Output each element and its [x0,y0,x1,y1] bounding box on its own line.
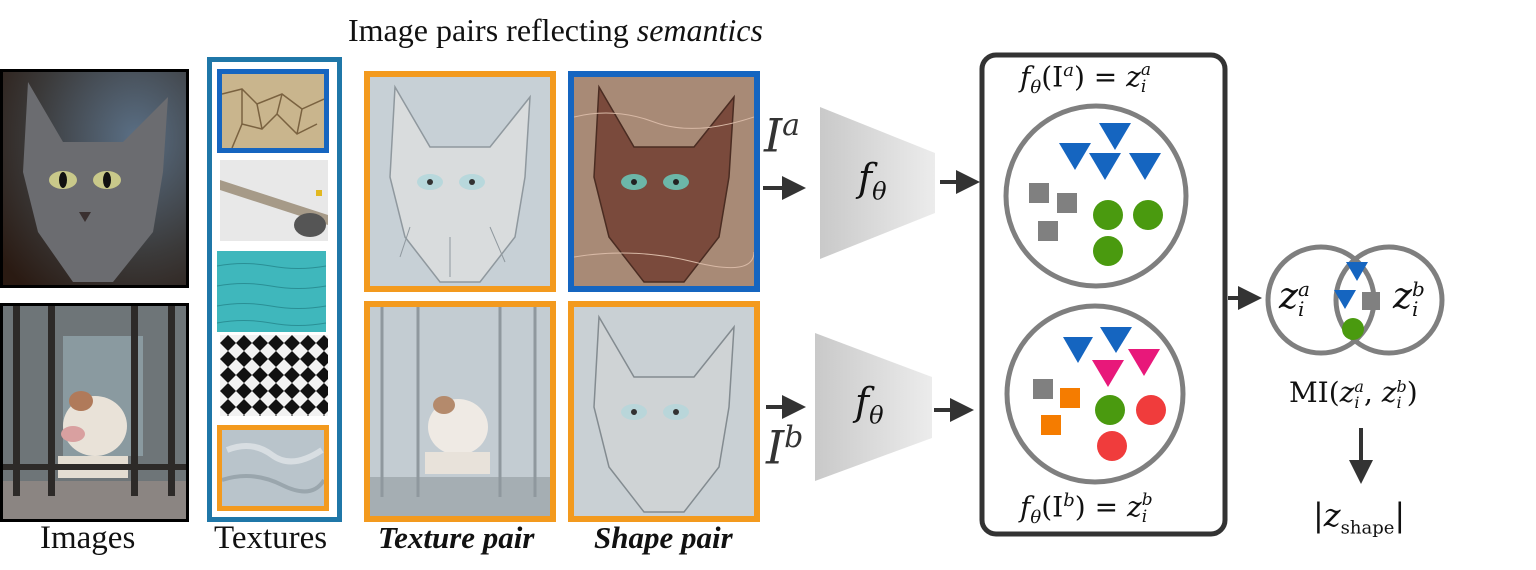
texture-pair-image-a [364,71,556,292]
snow-texture [220,160,328,241]
circle-mark [1136,395,1166,425]
triangles-b [1063,327,1160,387]
square-mark [1029,183,1049,203]
triangle-mark [1334,290,1356,309]
circle-mark [1093,200,1123,230]
diagram-title: Image pairs reflecting semantics [348,12,763,49]
square-mark [1038,221,1058,241]
circle-mark [1093,236,1123,266]
encoder-top-label: fθ [858,156,887,206]
square-mark [1033,379,1053,399]
shape-pair-caption: Shape pair [594,520,733,555]
checkerboard-texture [220,335,328,416]
triangle-mark [1059,143,1091,170]
circles-b [1095,395,1166,461]
teal-scales-graphic [217,251,326,332]
shape-pair-image-b [568,301,760,522]
textures-caption: Textures [214,520,328,556]
cracked-earth-texture [217,69,329,153]
triangle-mark [1063,337,1093,363]
squares-b [1033,379,1080,435]
cracked-earth-graphic [222,74,324,148]
texture-panel [207,57,342,522]
circle-mark [1133,200,1163,230]
stylized-cat-graphic [370,77,550,286]
circle-mark [1095,395,1125,425]
encoder-top [820,107,935,259]
square-mark [1041,415,1061,435]
cat-image [0,69,189,288]
dog-photo-graphic [3,306,186,519]
venn-circle-mark [1342,318,1364,340]
stylized-texture [217,425,329,511]
texture-pair-image-b [364,301,556,522]
venn-square [1362,292,1380,310]
squares-a [1029,183,1077,241]
encoder-bottom-label: fθ [855,380,884,430]
cat-photo-graphic [3,72,186,285]
square-mark [1060,388,1080,408]
triangle-mark [1099,123,1131,150]
stylized-cat-gray-graphic [574,307,754,516]
shape-pair-image-a [568,71,760,292]
input-b-label: Ib [766,420,804,475]
triangle-mark [1346,262,1368,281]
dog-image [0,303,189,522]
circle-mark [1097,431,1127,461]
triangles-a [1059,123,1161,180]
triangle-mark [1128,349,1160,376]
stylized-texture-graphic [222,430,324,506]
venn-circle-b [1333,244,1445,356]
input-a-label: Ia [764,108,801,163]
checkerboard-graphic [220,335,328,416]
triangle-mark [1089,153,1121,180]
triangle-mark [1092,360,1124,387]
teal-scales-texture [217,251,326,332]
title-emphasis: semantics [636,12,763,48]
stylized-dog-graphic [370,307,550,516]
triangle-mark [1129,153,1161,180]
encoder-bottom [815,333,932,481]
images-caption: Images [40,520,136,556]
triangle-mark [1100,327,1132,353]
circles-a [1093,200,1163,266]
venn-triangles [1334,262,1368,309]
title-prefix: Image pairs reflecting [348,12,637,48]
square-mark [1057,193,1077,213]
output-label: |zshape| [1313,496,1406,539]
stylized-cat-earth-graphic [574,77,754,286]
texture-pair-caption: Texture pair [378,520,535,555]
snow-graphic [220,160,328,241]
